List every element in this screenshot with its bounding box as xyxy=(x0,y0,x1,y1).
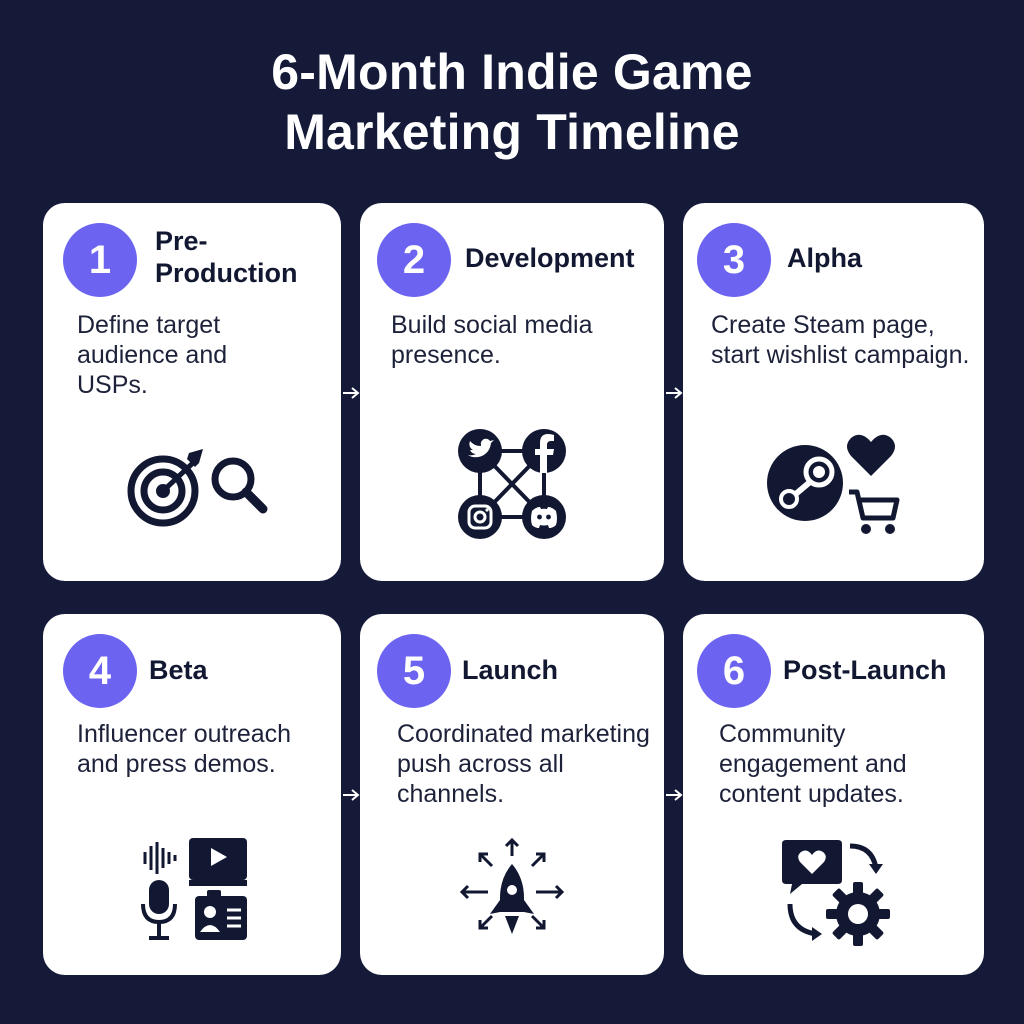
step-card-4: 4 Beta Influencer outreach and press dem… xyxy=(43,614,341,975)
target-icon xyxy=(127,449,203,527)
steam-wishlist-icon xyxy=(767,434,900,534)
step-phase-5: Launch xyxy=(462,655,559,685)
steam-icon xyxy=(767,445,843,521)
arrow-right-icon xyxy=(666,789,683,801)
instagram-icon xyxy=(458,495,502,539)
step-card-3: 3 Alpha Create Steam page, start wishlis… xyxy=(683,203,984,581)
title-line-1: 6-Month Indie Game xyxy=(271,44,753,100)
cart-icon xyxy=(849,489,900,534)
step-number-4: 4 xyxy=(63,634,137,708)
step-card-5: 5 Launch Coordinated marketing push acro… xyxy=(360,614,664,975)
rocket-icon xyxy=(490,864,534,934)
magnifier-icon xyxy=(211,457,268,514)
heart-icon xyxy=(847,434,895,476)
target-search-icon xyxy=(127,449,268,527)
soundwave-icon xyxy=(143,842,177,874)
gear-icon xyxy=(826,882,890,946)
title-line-2: Marketing Timeline xyxy=(284,104,740,160)
step-phase-3: Alpha xyxy=(787,243,863,273)
arrow-right-icon xyxy=(343,789,360,801)
step-phase-2: Development xyxy=(465,243,635,273)
social-network-icon xyxy=(458,429,566,539)
community-update-icon xyxy=(782,840,890,946)
press-badge-icon xyxy=(195,890,247,940)
step-description-1: Define target audience and USPs. xyxy=(77,311,228,399)
step-number-2: 2 xyxy=(377,223,451,297)
step-card-2: 2 Development Build social media presenc… xyxy=(360,203,664,581)
step-phase-4: Beta xyxy=(149,655,208,685)
arrow-right-icon xyxy=(666,387,683,399)
step-description-2: Build social media presence. xyxy=(391,311,593,369)
step-description-5: Coordinated marketing push across all ch… xyxy=(397,720,650,808)
rocket-broadcast-icon xyxy=(459,837,565,934)
discord-icon xyxy=(522,495,566,539)
media-outreach-icon xyxy=(141,838,247,940)
twitter-icon xyxy=(458,429,502,473)
step-number-5: 5 xyxy=(377,634,451,708)
step-description-3: Create Steam page, start wishlist campai… xyxy=(711,311,970,369)
arrow-right-icon xyxy=(343,387,360,399)
step-card-1: 1 Pre-Production Define target audience … xyxy=(43,203,341,581)
step-number-3: 3 xyxy=(697,223,771,297)
step-phase-1: Pre-Production xyxy=(155,226,298,288)
microphone-icon xyxy=(141,880,177,940)
video-icon xyxy=(189,838,247,886)
step-number-1: 1 xyxy=(63,223,137,297)
step-phase-6: Post-Launch xyxy=(783,655,947,685)
facebook-icon xyxy=(522,429,566,473)
step-card-6: 6 Post-Launch Community engagement and c… xyxy=(683,614,984,975)
step-description-4: Influencer outreach and press demos. xyxy=(77,720,292,778)
step-description-6: Community engagement and content updates… xyxy=(719,720,907,808)
chat-heart-icon xyxy=(782,840,842,894)
page-title: 6-Month Indie Game Marketing Timeline xyxy=(0,42,1024,162)
step-number-6: 6 xyxy=(697,634,771,708)
